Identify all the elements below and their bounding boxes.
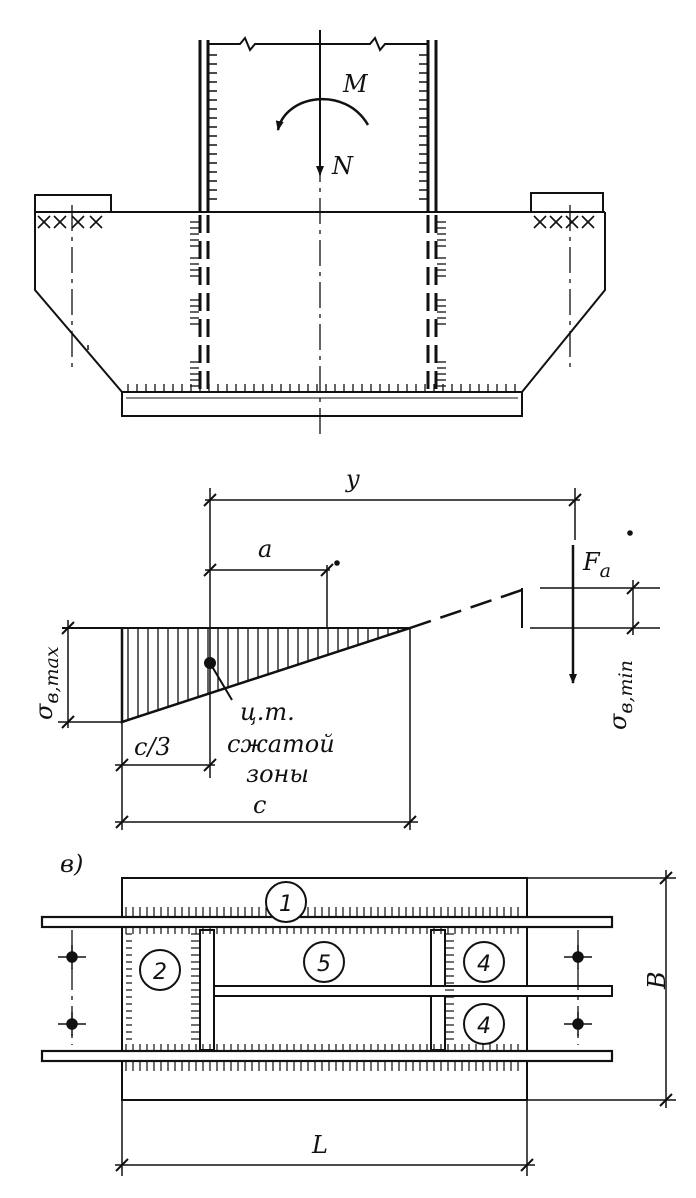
dimension-ticks	[61, 493, 640, 829]
centroid-label-line3: зоны	[246, 760, 309, 788]
plate-1-marker	[265, 881, 307, 923]
drafting-stroke	[565, 215, 579, 229]
drafting-stroke	[71, 215, 85, 229]
traverse-bottom	[40, 1049, 614, 1063]
flange-dashed-lines	[198, 215, 438, 390]
moment-label: M	[342, 70, 369, 98]
dim-c3-label: c/3	[134, 733, 171, 761]
plate-5-marker	[303, 941, 345, 983]
sigma-min-subscript: в,min	[615, 660, 637, 713]
plate-2-marker	[139, 949, 181, 991]
drafting-stroke	[53, 215, 67, 229]
sigma-max-subscript: в,max	[41, 646, 63, 703]
dim-a-label: a	[258, 535, 272, 563]
plate-5-label: 5	[317, 952, 331, 977]
sigma-min-symbol: σ	[604, 713, 632, 730]
plate-4a-label: 4	[477, 952, 491, 977]
plate-2-label: 2	[153, 960, 167, 985]
anchor-bolts	[58, 945, 592, 1036]
axial-force-label: N	[331, 152, 354, 180]
axis-lines	[71, 30, 571, 440]
column-shaft	[198, 36, 438, 212]
sigma-max-symbol: σ	[30, 703, 58, 720]
plate-4b-marker	[463, 1003, 505, 1045]
dim-b-label: B	[643, 971, 671, 990]
load-moment-arrow	[275, 97, 370, 131]
plate-4b-label: 4	[477, 1014, 491, 1039]
plan-view	[40, 870, 676, 1176]
stress-diagram	[58, 488, 660, 830]
drafting-stroke	[581, 215, 595, 229]
elevation-view	[34, 30, 606, 440]
drafting-stroke	[533, 215, 547, 229]
anchor-force-subscript: a	[600, 560, 611, 582]
drafting-stroke	[549, 215, 563, 229]
rib-bar	[213, 985, 613, 997]
traverse-top	[40, 915, 614, 929]
drafting-stroke	[37, 215, 51, 229]
dim-y-label: y	[345, 465, 360, 493]
dim-l-label: L	[311, 1131, 328, 1159]
dimension-lines	[58, 488, 660, 830]
sigma-max-label: σв,max	[30, 646, 63, 720]
dimension-b	[527, 870, 676, 1108]
centroid-label-line1: ц.т.	[240, 698, 295, 726]
anchor-force-symbol: F	[582, 548, 601, 576]
anchor-force-label: Fa	[582, 548, 611, 582]
centroid-label-line2: сжатой	[227, 730, 335, 758]
panel-letter: в)	[60, 850, 83, 878]
dimension-l	[115, 1100, 535, 1176]
plate-4a-marker	[463, 941, 505, 983]
sigma-min-label: σв,min	[604, 660, 637, 730]
dim-c-label: c	[253, 791, 266, 819]
plate-1-label: 1	[279, 892, 293, 917]
base-traverse	[34, 192, 606, 417]
drafting-stroke	[89, 215, 103, 229]
